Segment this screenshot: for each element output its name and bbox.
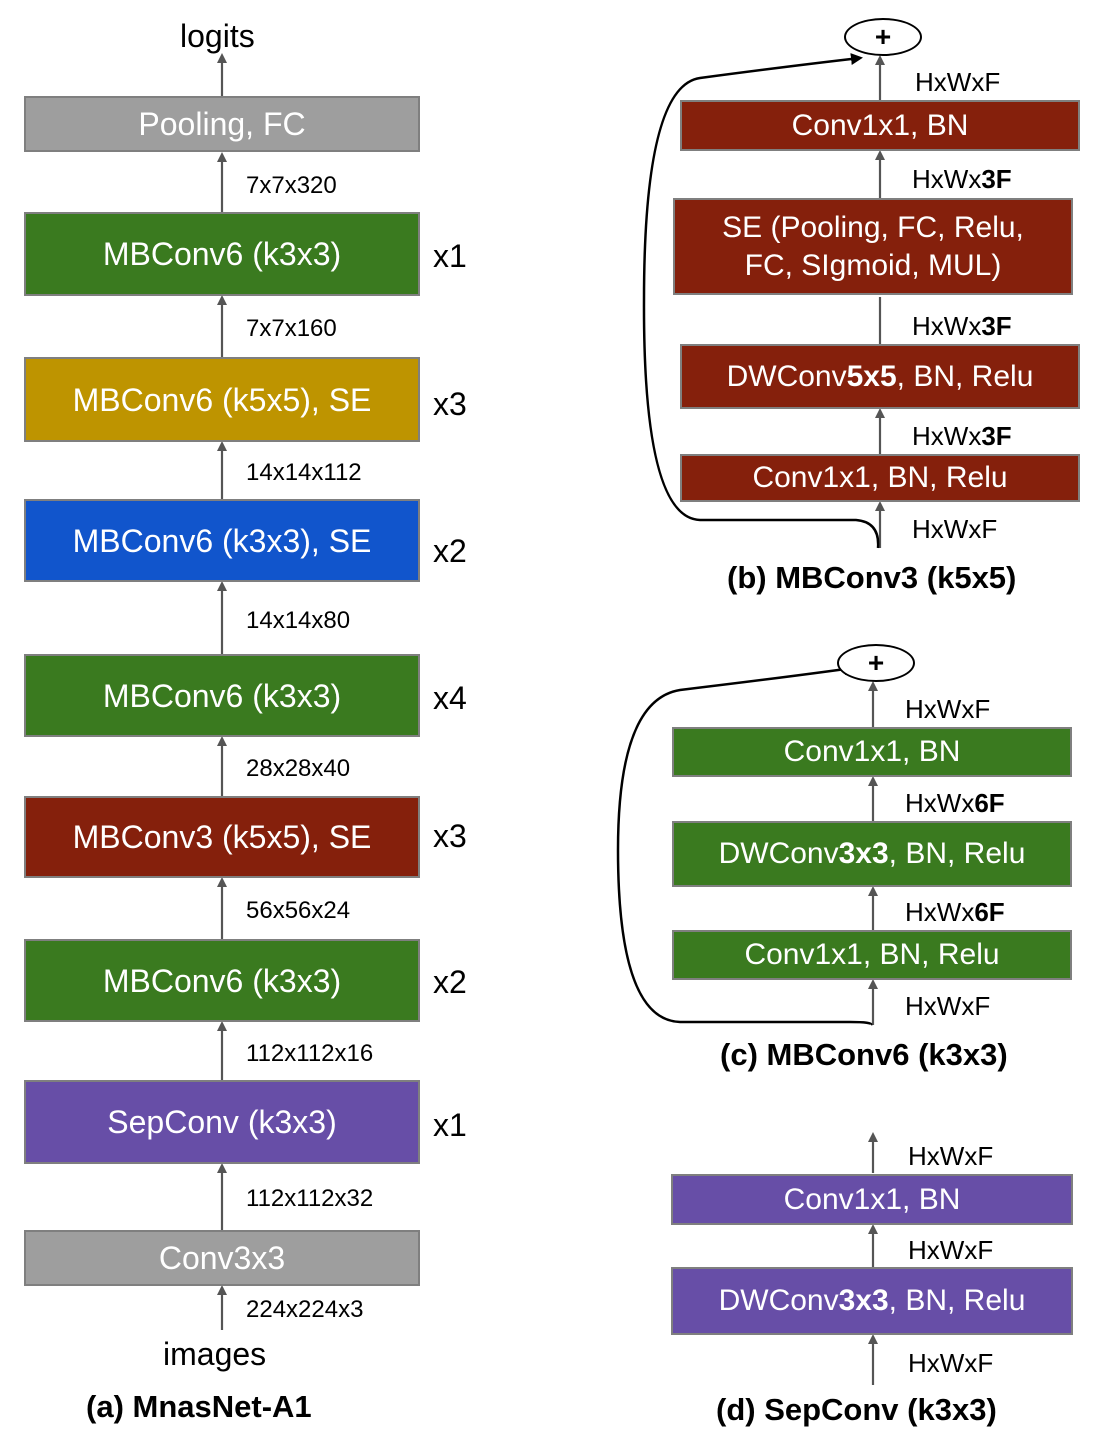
output-logits-label: logits bbox=[180, 18, 255, 54]
block-mbconv6-k3x3-4: MBConv6 (k3x3) bbox=[24, 654, 420, 737]
block-mbconv6-k3x3-se: MBConv6 (k3x3), SE bbox=[24, 499, 420, 582]
block-sepconv-k3x3: SepConv (k3x3) bbox=[24, 1080, 420, 1164]
dim-label: HxWx3F bbox=[912, 311, 1012, 341]
caption-a: (a) MnasNet-A1 bbox=[86, 1389, 312, 1424]
tensor-shape: 14x14x112 bbox=[246, 459, 362, 486]
dim-label: HxWxF bbox=[905, 991, 991, 1021]
tensor-shape: 7x7x160 bbox=[246, 315, 337, 342]
dim-label: HxWx3F bbox=[912, 164, 1012, 194]
dim-label: HxWxF bbox=[908, 1348, 994, 1378]
dim-label: HxWx6F bbox=[905, 788, 1005, 818]
skip-connection-b bbox=[642, 53, 880, 549]
repeat-count: x4 bbox=[433, 680, 467, 716]
repeat-count: x1 bbox=[433, 1107, 467, 1143]
block-mbconv3-k5x5-se: MBConv3 (k5x5), SE bbox=[24, 796, 420, 878]
block-mbconv6-k3x3-2: MBConv6 (k3x3) bbox=[24, 939, 420, 1022]
tensor-shape: 56x56x24 bbox=[246, 897, 351, 924]
dim-label: HxWxF bbox=[912, 514, 998, 544]
sum-node-c: + bbox=[837, 644, 915, 682]
repeat-count: x3 bbox=[433, 818, 467, 854]
dim-label: HxWxF bbox=[905, 694, 991, 724]
caption-b: (b) MBConv3 (k5x5) bbox=[727, 560, 1017, 595]
tensor-shape: 224x224x3 bbox=[246, 1296, 364, 1323]
block-mbconv6-k5x5-se: MBConv6 (k5x5), SE bbox=[24, 357, 420, 442]
tensor-shape: 14x14x80 bbox=[246, 607, 351, 634]
skip-connection-c bbox=[616, 663, 873, 1026]
block-conv3x3: Conv3x3 bbox=[24, 1230, 420, 1286]
block-pooling-fc: Pooling, FC bbox=[24, 96, 420, 152]
block-c-dwconv3x3: DWConv3x3, BN, Relu bbox=[672, 821, 1072, 887]
block-b-conv1x1-bn-relu: Conv1x1, BN, Relu bbox=[680, 454, 1080, 502]
block-d-dwconv3x3: DWConv3x3, BN, Relu bbox=[671, 1267, 1073, 1335]
caption-d: (d) SepConv (k3x3) bbox=[716, 1392, 997, 1427]
dim-label: HxWx6F bbox=[905, 897, 1005, 927]
block-b-conv1x1-bn: Conv1x1, BN bbox=[680, 100, 1080, 151]
block-b-se: SE (Pooling, FC, Relu, FC, SIgmoid, MUL) bbox=[673, 198, 1073, 295]
dim-label: HxWx3F bbox=[912, 421, 1012, 451]
block-mbconv6-k3x3-1: MBConv6 (k3x3) bbox=[24, 212, 420, 296]
repeat-count: x3 bbox=[433, 386, 467, 422]
tensor-shape: 112x112x32 bbox=[246, 1185, 374, 1212]
sum-node-b: + bbox=[844, 18, 922, 56]
repeat-count: x1 bbox=[433, 238, 467, 274]
block-d-conv1x1-bn: Conv1x1, BN bbox=[671, 1174, 1073, 1225]
dim-label: HxWxF bbox=[908, 1141, 994, 1171]
dim-label: HxWxF bbox=[908, 1235, 994, 1265]
block-b-dwconv5x5: DWConv5x5, BN, Relu bbox=[680, 344, 1080, 409]
block-c-conv1x1-bn: Conv1x1, BN bbox=[672, 727, 1072, 777]
input-images-label: images bbox=[163, 1336, 267, 1372]
repeat-count: x2 bbox=[433, 533, 467, 569]
tensor-shape: 112x112x16 bbox=[246, 1040, 374, 1067]
dim-label: HxWxF bbox=[915, 67, 1001, 97]
block-c-conv1x1-bn-relu: Conv1x1, BN, Relu bbox=[672, 930, 1072, 980]
caption-c: (c) MBConv6 (k3x3) bbox=[720, 1037, 1008, 1072]
tensor-shape: 28x28x40 bbox=[246, 755, 351, 782]
repeat-count: x2 bbox=[433, 964, 467, 1000]
tensor-shape: 7x7x320 bbox=[246, 172, 337, 199]
